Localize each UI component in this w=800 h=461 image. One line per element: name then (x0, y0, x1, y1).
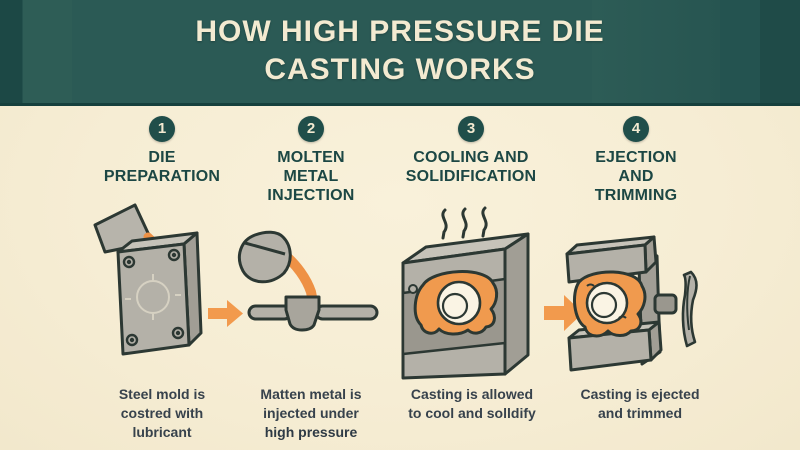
pour-cup-icon (284, 295, 321, 332)
casting-bore-hole (585, 281, 629, 325)
trimmed-flash-icon (681, 270, 698, 348)
mold-front-face (116, 242, 191, 356)
step-3-number-badge: 3 (458, 116, 484, 142)
step-3-column: 3 COOLING AND SOLIDIFICATION (389, 116, 553, 186)
step-1-title: DIE PREPARATION (103, 149, 221, 185)
molten-metal-injection-illustration (238, 230, 379, 332)
step-1-column: 1 DIE PREPARATION (80, 116, 244, 186)
step-3-caption: Casting is allowed to cool and solldify (408, 386, 536, 421)
mold-corner-bolts (122, 248, 185, 347)
step-1-number-badge: 1 (149, 116, 175, 142)
step-2-title: MOLTEN METAL INJECTION (267, 149, 355, 204)
step-4-column: 4 EJECTION AND TRIMMING (554, 116, 718, 205)
cooling-die-illustration (401, 206, 530, 380)
step-3-title: COOLING AND SOLIDIFICATION (405, 149, 537, 185)
page-title: HOW HIGH PRESSURE DIE CASTING WORKS (195, 15, 605, 86)
infographic: HOW HIGH PRESSURE DIE CASTING WORKS 1 DI… (0, 0, 800, 450)
shot-sleeve-rod-right (314, 304, 379, 321)
casting-bore-hole (436, 280, 482, 326)
step-2-number-badge: 2 (298, 116, 324, 142)
ladle-icon (238, 230, 292, 284)
step-1-caption: Steel mold is costred with lubricant (118, 386, 206, 440)
mold-preparation-illustration (93, 203, 203, 356)
heat-waves-icon (441, 206, 488, 240)
step-4-title: EJECTION AND TRIMMING (594, 149, 678, 204)
mold-cavity-guide-marks (125, 274, 181, 320)
step-2-caption-emphasis: high pressure (264, 424, 358, 440)
step-4-number-badge: 4 (623, 116, 649, 142)
die-right-face (503, 232, 530, 376)
die-bottom-plate-front (567, 328, 653, 372)
ejector-pin-icon (653, 293, 678, 315)
ejection-trimming-illustration (565, 235, 698, 372)
step-4-caption: Casting is ejected and trimmed (580, 386, 700, 421)
step-2-caption: Matten metal is injected under high pres… (226, 366, 396, 461)
arrow-right-icon (208, 300, 243, 327)
header-banner: HOW HIGH PRESSURE DIE CASTING WORKS (0, 0, 800, 106)
step-2-column: 2 MOLTEN METAL INJECTION (229, 116, 393, 205)
